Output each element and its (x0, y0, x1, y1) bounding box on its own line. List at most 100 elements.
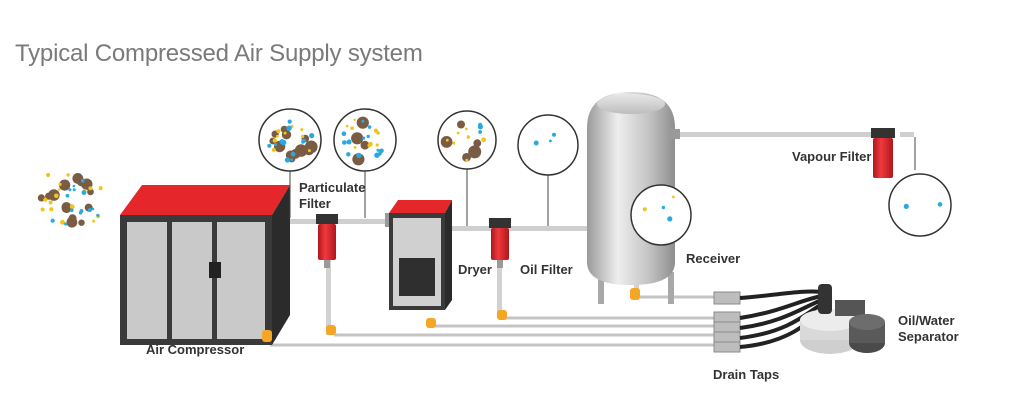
label-air-compressor: Air Compressor (146, 342, 245, 357)
particle (466, 135, 470, 139)
particle (642, 207, 647, 212)
label-receiver: Receiver (686, 251, 741, 266)
particle (58, 182, 62, 186)
particle (59, 179, 71, 191)
particle (290, 151, 296, 157)
bubble-dryer-output (437, 110, 497, 170)
particle (350, 126, 354, 130)
particle (271, 147, 276, 152)
oil-water-separator (800, 284, 885, 354)
particle (457, 120, 465, 129)
particle (473, 139, 482, 148)
particle (68, 188, 72, 192)
particle (375, 143, 379, 147)
particle (362, 136, 366, 140)
particle (43, 197, 48, 202)
particle (72, 188, 76, 192)
particle (49, 207, 54, 212)
particle (352, 153, 365, 166)
bubble-vapour-filter-output (888, 173, 952, 237)
particle (533, 140, 539, 146)
particle (346, 139, 352, 145)
particle (452, 141, 456, 145)
particle (661, 205, 666, 210)
particle (346, 152, 351, 157)
particle (549, 139, 552, 143)
particle (353, 146, 357, 149)
particle (286, 125, 292, 131)
particle (368, 141, 373, 147)
particle (48, 200, 53, 205)
magnifier-circle (630, 184, 692, 246)
particle (87, 188, 94, 196)
particle (37, 194, 46, 202)
magnifier-circle (258, 108, 322, 172)
particle (342, 140, 347, 145)
particle (91, 207, 95, 211)
particle (98, 186, 103, 191)
particle (379, 148, 384, 153)
particulate-filter (289, 160, 366, 335)
drain-taps (713, 291, 741, 353)
particle (65, 193, 70, 198)
particle (361, 119, 365, 123)
particle (276, 134, 279, 138)
particle (60, 219, 65, 225)
particle (88, 186, 93, 191)
label-dryer: Dryer (458, 262, 492, 277)
particle (462, 153, 471, 162)
particle (307, 149, 311, 153)
particle (68, 214, 77, 223)
particle (81, 178, 85, 183)
particle (272, 138, 277, 143)
label-separator-line1: Oil/Water (898, 313, 955, 328)
particle (477, 124, 483, 130)
bubble-compressor-output (258, 108, 322, 172)
particle (301, 138, 306, 143)
particle (440, 136, 453, 148)
particle (92, 219, 96, 223)
drain-lines (270, 295, 720, 347)
bubble-receiver (630, 184, 692, 246)
magnifier-circle (888, 173, 952, 237)
particle (367, 125, 372, 129)
particle (40, 207, 45, 212)
particle (552, 132, 556, 137)
particle (456, 131, 460, 135)
particle (468, 145, 482, 159)
incoming-air-particles (37, 172, 103, 228)
particle (70, 208, 74, 212)
particle (72, 184, 76, 188)
label-separator-line2: Separator (898, 329, 959, 344)
particle (341, 131, 347, 136)
particle (309, 133, 315, 139)
particle (81, 190, 87, 196)
particle (61, 203, 72, 214)
particle (69, 204, 75, 210)
particle (465, 158, 469, 162)
magnifier-circle (517, 114, 579, 176)
particle (287, 119, 292, 124)
diagram-title: Typical Compressed Air Supply system (15, 40, 423, 67)
particle (96, 213, 100, 217)
particle (290, 158, 294, 162)
oil-filter (489, 175, 549, 320)
particle (50, 218, 55, 223)
particle (376, 131, 380, 135)
particle (353, 118, 356, 122)
particle (300, 134, 305, 139)
particle (87, 208, 92, 213)
particle (345, 124, 349, 128)
particle (54, 193, 59, 199)
particle (351, 132, 364, 145)
label-vapour-filter: Vapour Filter (792, 149, 872, 164)
particle (78, 219, 85, 226)
particle (66, 173, 70, 177)
particle (376, 148, 380, 152)
label-particulate-filter-line2: Filter (299, 196, 331, 211)
particle (279, 139, 285, 145)
dryer (385, 160, 468, 328)
particle (300, 128, 304, 131)
label-oil-filter: Oil Filter (520, 262, 573, 277)
